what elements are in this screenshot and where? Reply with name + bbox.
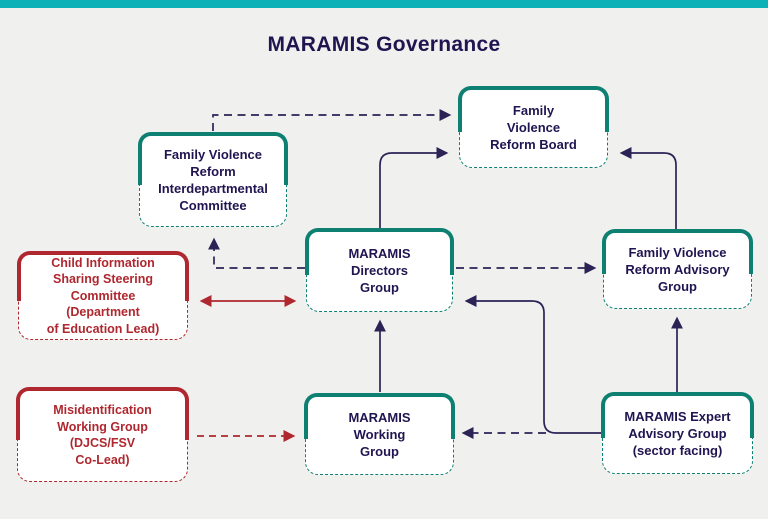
node-label: Family Violence Reform Board bbox=[490, 102, 577, 153]
node-label: Family Violence Reform Interdepartmental… bbox=[158, 146, 268, 214]
edge-directors-to-board bbox=[379, 147, 449, 228]
node-maramis-directors-group: MARAMIS Directors Group bbox=[305, 228, 454, 312]
node-label: Child Information Sharing Steering Commi… bbox=[46, 255, 160, 336]
node-maramis-expert-advisory-group: MARAMIS Expert Advisory Group (sector fa… bbox=[601, 392, 754, 474]
node-label: Misidentification Working Group (DJCS/FS… bbox=[53, 403, 152, 467]
edge-interdepartmental-to-board bbox=[212, 109, 452, 131]
node-maramis-working-group: MARAMIS Working Group bbox=[304, 393, 455, 475]
node-label: MARAMIS Directors Group bbox=[348, 245, 411, 296]
edge-directors-to-interdepartmental bbox=[208, 237, 305, 269]
node-label: MARAMIS Working Group bbox=[348, 409, 411, 460]
node-family-violence-reform-board: Family Violence Reform Board bbox=[458, 86, 609, 168]
edge-expert-to-directors bbox=[464, 295, 601, 434]
node-child-information-sharing-steering-committee: Child Information Sharing Steering Commi… bbox=[17, 251, 189, 340]
node-label: MARAMIS Expert Advisory Group (sector fa… bbox=[624, 408, 731, 459]
node-family-violence-reform-interdepartmental-committee: Family Violence Reform Interdepartmental… bbox=[138, 132, 288, 227]
node-family-violence-reform-advisory-group: Family Violence Reform Advisory Group bbox=[602, 229, 753, 309]
node-misidentification-working-group: Misidentification Working Group (DJCS/FS… bbox=[16, 387, 189, 482]
top-accent-bar bbox=[0, 0, 768, 8]
edge-advisory-to-board bbox=[619, 147, 677, 229]
page-title: MARAMIS Governance bbox=[267, 33, 501, 56]
node-label: Family Violence Reform Advisory Group bbox=[625, 244, 730, 295]
